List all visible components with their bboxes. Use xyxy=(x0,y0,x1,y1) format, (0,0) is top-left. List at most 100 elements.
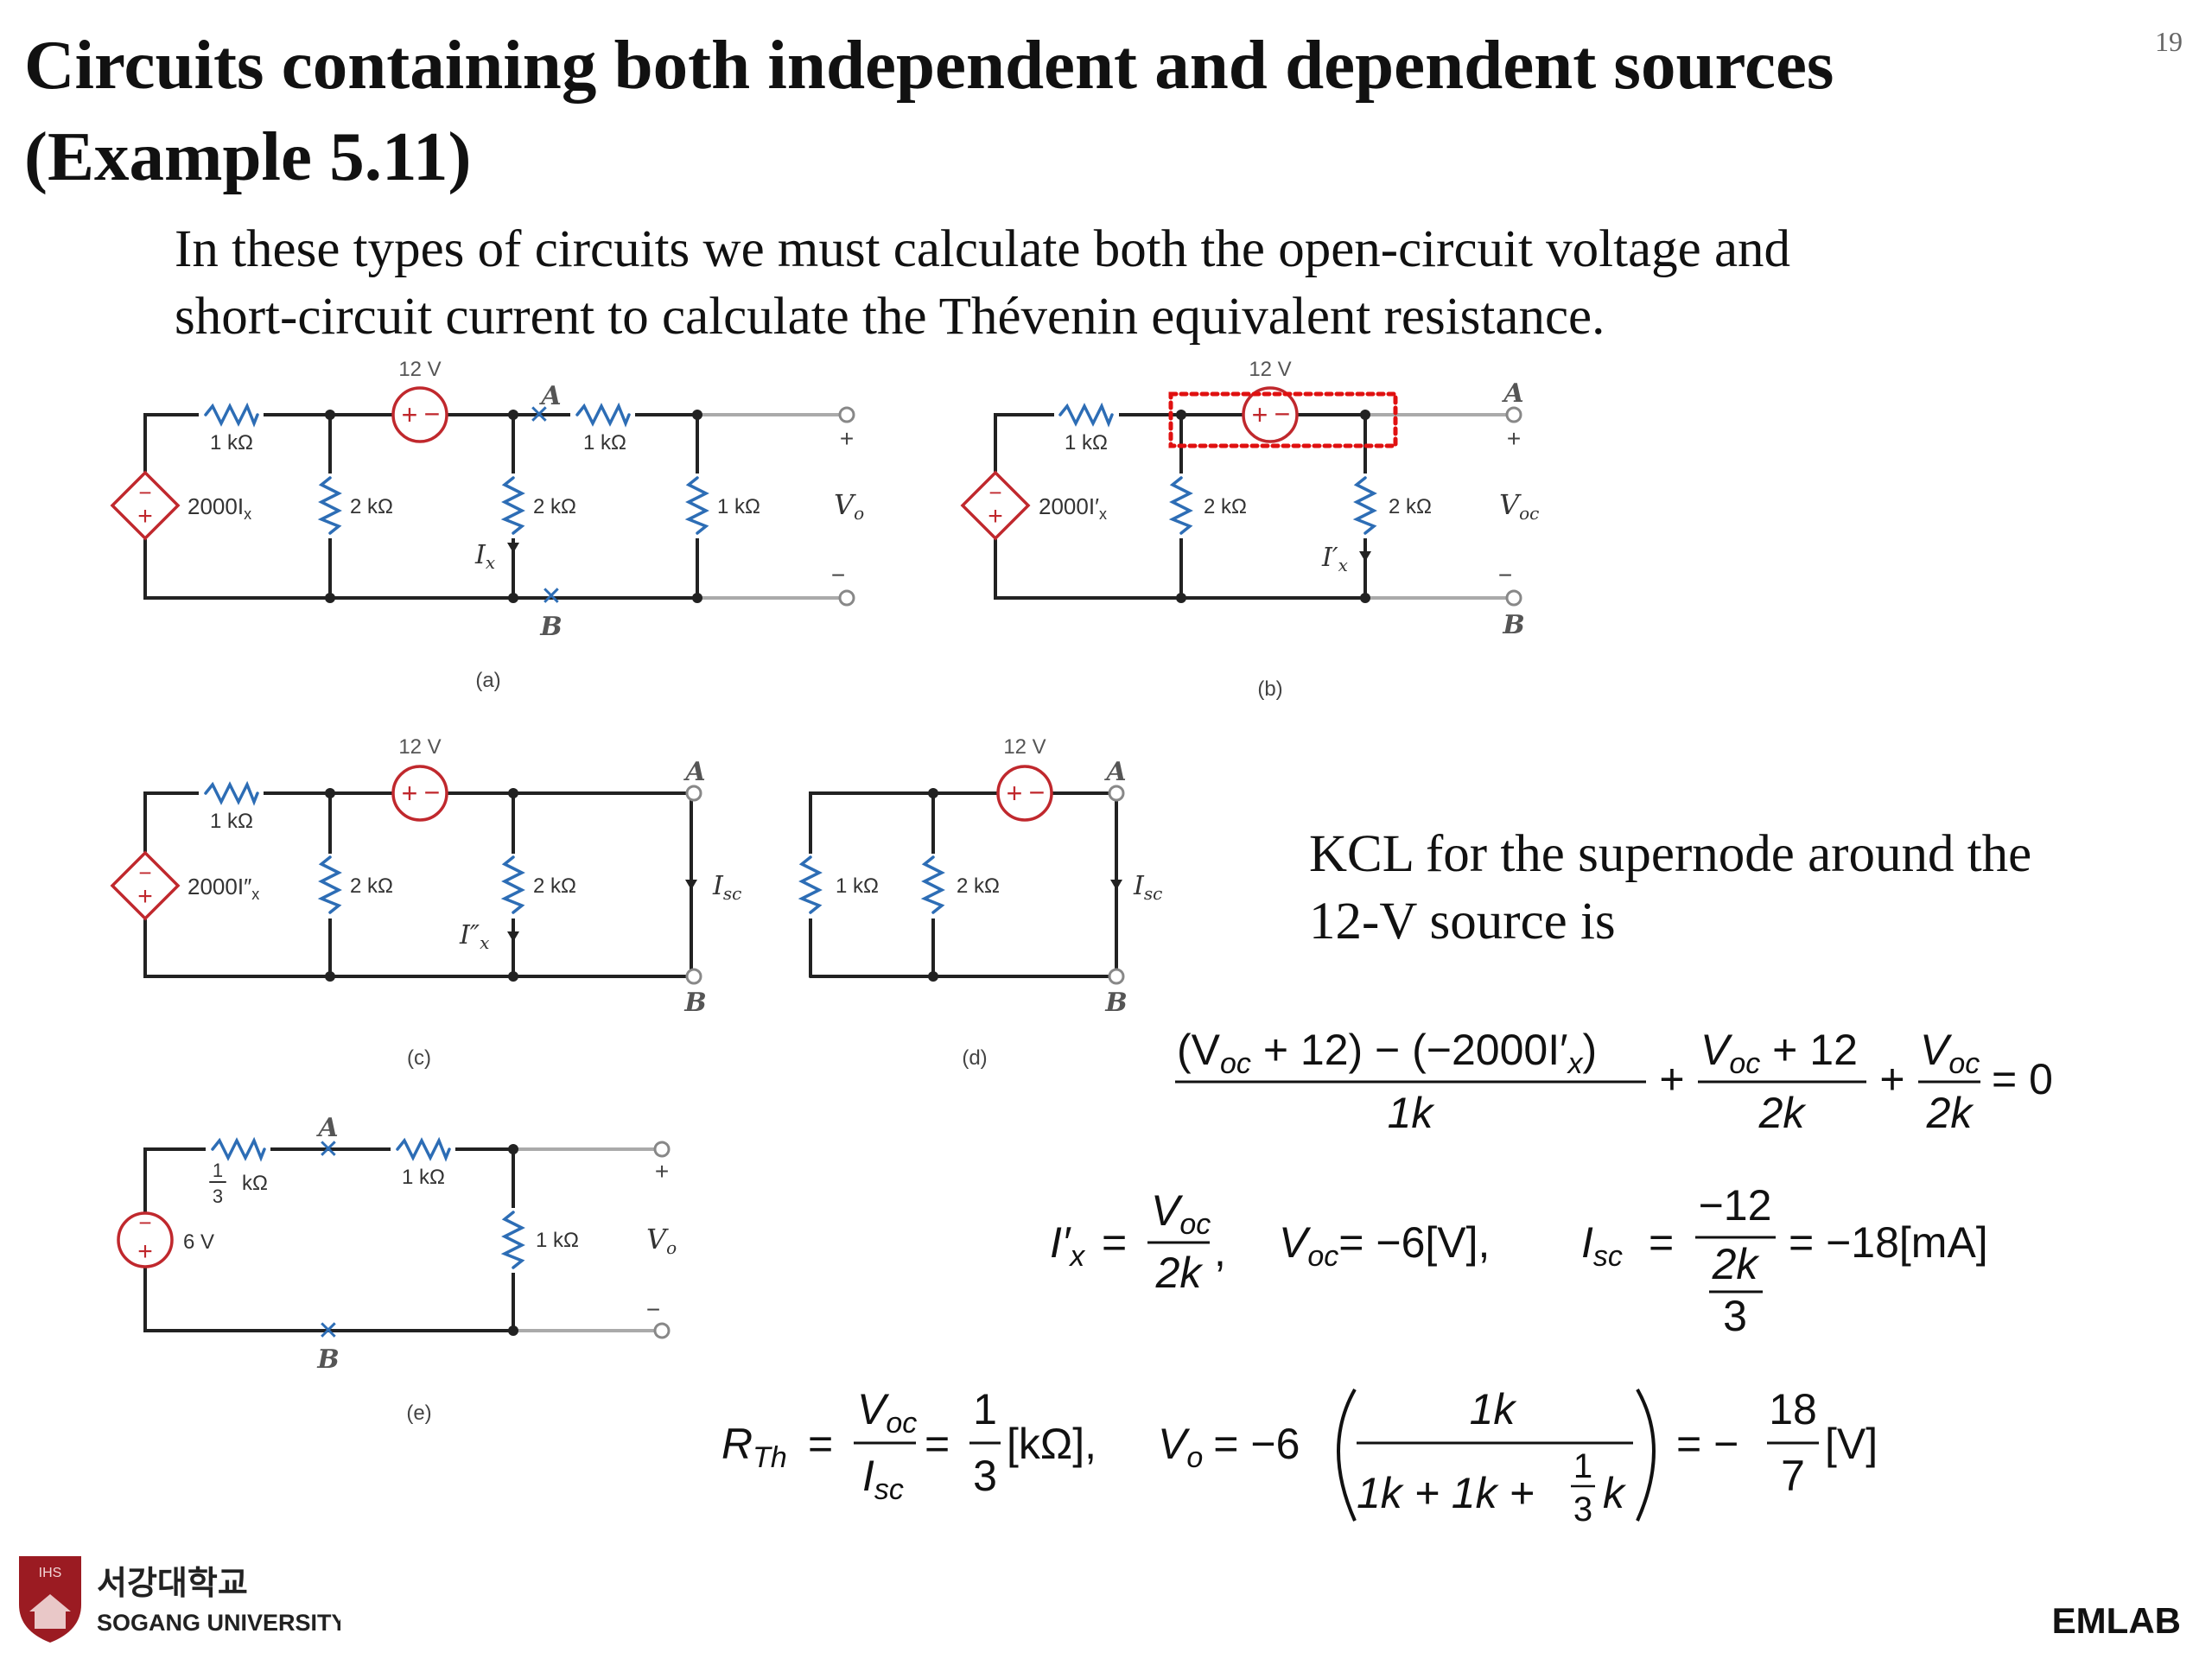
svg-text:+: + xyxy=(1659,1055,1684,1103)
svg-text:2k: 2k xyxy=(1712,1240,1761,1288)
circuit-b-node-b: B xyxy=(1502,610,1524,640)
svg-text:3: 3 xyxy=(1573,1491,1592,1529)
circuit-c-ix: I″x xyxy=(459,920,489,953)
svg-text:IHS: IHS xyxy=(39,1566,62,1580)
svg-text:[kΩ],: [kΩ], xyxy=(1007,1420,1096,1468)
circuit-a-vo: Vo xyxy=(834,488,864,524)
svg-text:−: − xyxy=(138,1210,151,1236)
svg-text:,: , xyxy=(1214,1227,1226,1275)
svg-text:Isc: Isc xyxy=(862,1452,904,1506)
equation-2: I′x = Voc 2k , Voc= −6[V], Isc = −12 2k … xyxy=(1050,1181,1988,1340)
university-english-name: SOGANG UNIVERSITY xyxy=(97,1610,340,1636)
svg-text:=: = xyxy=(925,1420,950,1468)
circuit-c-r3: 2 kΩ xyxy=(533,874,576,898)
circuit-e-node-a: A xyxy=(315,1113,338,1143)
kcl-line-2: 12-V source is xyxy=(1309,893,1616,950)
circuit-b: 12 V 1 kΩ 2 kΩ 2 kΩ 2000I′x I′x A B Voc … xyxy=(961,358,1539,701)
circuit-e-caption: (e) xyxy=(406,1402,431,1425)
circuit-b-plus: + xyxy=(1507,425,1521,452)
circuit-a-r2: 2 kΩ xyxy=(350,495,393,518)
circuit-e-r1-unit: kΩ xyxy=(242,1172,268,1195)
equation-1: (Voc + 12) − (−2000I′x) 1k + Voc + 12 2k… xyxy=(1175,1026,2053,1137)
circuit-b-voc: Voc xyxy=(1499,488,1539,524)
circuit-e-source-label: 6 V xyxy=(183,1230,214,1254)
circuit-d-r1: 1 kΩ xyxy=(836,874,879,898)
circuit-c-isc: Isc xyxy=(712,871,741,904)
svg-text:1k: 1k xyxy=(1470,1385,1518,1433)
circuit-b-minus: − xyxy=(1498,562,1512,588)
svg-text:Voc: Voc xyxy=(1151,1186,1211,1241)
svg-text:=: = xyxy=(1102,1218,1127,1267)
circuit-b-r3: 2 kΩ xyxy=(1389,495,1432,518)
svg-text:2k: 2k xyxy=(1926,1089,1975,1137)
svg-text:✕: ✕ xyxy=(540,582,562,611)
circuit-e-r2: 1 kΩ xyxy=(402,1166,445,1189)
circuit-b-r2: 2 kΩ xyxy=(1204,495,1247,518)
intro-line-1: In these types of circuits we must calcu… xyxy=(175,220,1791,278)
title-line-1: Circuits containing both independent and… xyxy=(24,26,1834,104)
university-logo: IHS 서강대학교 SOGANG UNIVERSITY xyxy=(12,1551,347,1646)
circuit-a-node-a: A xyxy=(538,381,561,411)
svg-text:3: 3 xyxy=(973,1452,997,1500)
circuit-a-r4: 1 kΩ xyxy=(583,431,626,454)
svg-text:✕: ✕ xyxy=(317,1135,339,1164)
circuit-e-r1-den: 3 xyxy=(213,1185,223,1207)
circuit-a-plus: + xyxy=(840,425,854,452)
svg-text:= −18[mA]: = −18[mA] xyxy=(1789,1218,1988,1267)
svg-text:1: 1 xyxy=(973,1385,997,1433)
svg-text:=: = xyxy=(1649,1218,1674,1267)
circuit-b-ix: I′x xyxy=(1321,543,1348,575)
svg-text:RTh: RTh xyxy=(721,1420,787,1474)
circuit-a-dep: 2000Ix xyxy=(188,493,251,523)
circuit-a-r1: 1 kΩ xyxy=(210,431,253,454)
svg-text:= 0: = 0 xyxy=(1992,1055,2053,1103)
circuit-a-source-label: 12 V xyxy=(398,358,441,381)
circuit-d-node-b: B xyxy=(1104,988,1127,1018)
circuit-d-source-label: 12 V xyxy=(1003,735,1046,759)
svg-text:1: 1 xyxy=(1573,1447,1592,1485)
equation-3: RTh = Voc Isc = 1 3 [kΩ], Vo= −6 1k 1k +… xyxy=(721,1385,1878,1529)
circuit-d-isc: Isc xyxy=(1133,871,1162,904)
circuit-e-r1-num: 1 xyxy=(213,1160,223,1181)
circuit-e-vo: Vo xyxy=(646,1223,677,1258)
circuit-a-node-b: B xyxy=(539,612,562,642)
circuit-a: ✕ ✕ 12 V 1 kΩ 2 kΩ 2 kΩ 1 kΩ 1 kΩ 2000Ix… xyxy=(111,358,864,692)
svg-text:1k: 1k xyxy=(1388,1089,1436,1137)
svg-text:3: 3 xyxy=(1723,1292,1747,1340)
circuit-a-r3: 2 kΩ xyxy=(533,495,576,518)
circuit-c-source-label: 12 V xyxy=(398,735,441,759)
slide-title: Circuits containing both independent and… xyxy=(24,19,2098,202)
circuit-e: − + ✕ ✕ 6 V 1 3 kΩ 1 kΩ 1 kΩ A B Vo + − … xyxy=(117,1113,677,1425)
circuit-c-r2: 2 kΩ xyxy=(350,874,393,898)
circuit-c: 12 V 1 kΩ 2 kΩ 2 kΩ 2000I″x I″x A B Isc … xyxy=(111,735,741,1070)
kcl-line-1: KCL for the supernode around the xyxy=(1309,825,2032,883)
svg-text:I′x: I′x xyxy=(1050,1218,1085,1273)
circuit-b-dep: 2000I′x xyxy=(1039,493,1107,523)
circuit-d-caption: (d) xyxy=(962,1046,987,1070)
svg-text:2k: 2k xyxy=(1155,1249,1205,1297)
svg-text:=: = xyxy=(808,1420,833,1468)
svg-text:2k: 2k xyxy=(1758,1089,1808,1137)
circuit-e-r3: 1 kΩ xyxy=(536,1229,579,1252)
circuit-c-r1: 1 kΩ xyxy=(210,810,253,833)
svg-text:Voc= −6[V],: Voc= −6[V], xyxy=(1279,1218,1490,1273)
svg-text:✕: ✕ xyxy=(317,1317,339,1345)
svg-text:Voc + 12: Voc + 12 xyxy=(1700,1026,1858,1080)
svg-text:7: 7 xyxy=(1781,1452,1805,1500)
intro-line-2: short-circuit current to calculate the T… xyxy=(175,288,1605,346)
svg-text:✕: ✕ xyxy=(528,401,550,429)
circuit-e-plus: + xyxy=(655,1158,669,1185)
circuit-a-minus: − xyxy=(831,562,845,588)
circuit-a-ix: Ix xyxy=(474,540,495,573)
circuit-d: 12 V 1 kΩ 2 kΩ A B Isc (d) xyxy=(800,735,1162,1070)
university-emblem-icon: IHS xyxy=(19,1556,81,1643)
svg-text:k: k xyxy=(1603,1469,1627,1517)
circuit-c-caption: (c) xyxy=(407,1046,431,1070)
circuit-c-node-a: A xyxy=(683,757,705,787)
svg-text:−12: −12 xyxy=(1699,1181,1772,1230)
circuit-b-caption: (b) xyxy=(1257,677,1282,701)
kcl-text: KCL for the supernode around the 12-V so… xyxy=(1309,821,2173,956)
university-korean-name: 서강대학교 xyxy=(97,1566,248,1602)
svg-text:1k + 1k +: 1k + 1k + xyxy=(1357,1469,1535,1517)
circuit-c-node-b: B xyxy=(683,988,706,1018)
